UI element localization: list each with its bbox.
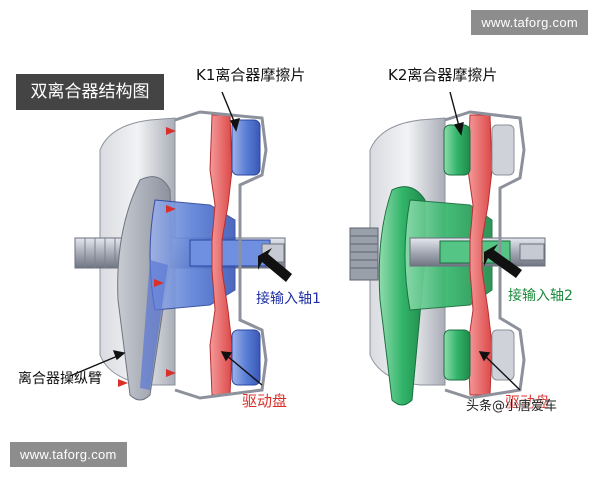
left-shaft-splines <box>84 238 116 268</box>
right-green-friction-top <box>443 124 471 176</box>
right-shaft-end <box>519 243 545 261</box>
label-release-arm: 离合器操纵臂 <box>18 371 102 387</box>
input-shaft-1-arrow <box>258 248 292 282</box>
left-outer-cover <box>174 110 268 400</box>
release-arm-pointer-head <box>112 350 126 361</box>
k2-pointer-head <box>453 122 464 136</box>
right-grey-friction-top <box>491 124 515 176</box>
label-k1-friction: K1离合器摩擦片 <box>196 66 306 84</box>
left-inner-shaft <box>189 239 271 267</box>
right-clutch <box>349 110 546 406</box>
release-arm-pointer-line <box>69 354 121 377</box>
left-clutch <box>74 110 286 401</box>
left-blue-friction-bottom <box>231 329 261 386</box>
left-flow-arrows <box>118 127 176 387</box>
left-blue-friction-top <box>231 119 261 176</box>
input-shaft-2-arrow <box>484 244 522 278</box>
left-blue-arm-shade <box>140 260 168 390</box>
credit-text: 头条@小唐爱车 <box>466 399 558 414</box>
diagram-title: 双离合器结构图 <box>16 74 164 110</box>
watermark-top: www.taforg.com <box>471 10 588 35</box>
label-input-shaft-1: 接输入轴1 <box>256 291 321 307</box>
label-drive-plate-left: 驱动盘 <box>242 392 288 410</box>
left-drive-pointer-line <box>225 354 263 386</box>
right-outer-cover <box>444 110 526 400</box>
watermark-bottom: www.taforg.com <box>10 442 127 467</box>
right-drive-pointer-head <box>478 351 491 362</box>
label-input-shaft-2: 接输入轴2 <box>508 288 573 304</box>
right-drive-pointer-line <box>483 354 521 391</box>
right-gear-teeth <box>349 227 379 281</box>
right-green-friction-bottom <box>443 329 471 381</box>
label-drive-plate-right: 驱动盘 <box>505 393 551 411</box>
label-k2-friction: K2离合器摩擦片 <box>388 66 498 84</box>
left-drive-pointer-head <box>220 351 233 362</box>
k1-pointer-head <box>229 118 240 132</box>
pointer-lines <box>69 91 521 391</box>
